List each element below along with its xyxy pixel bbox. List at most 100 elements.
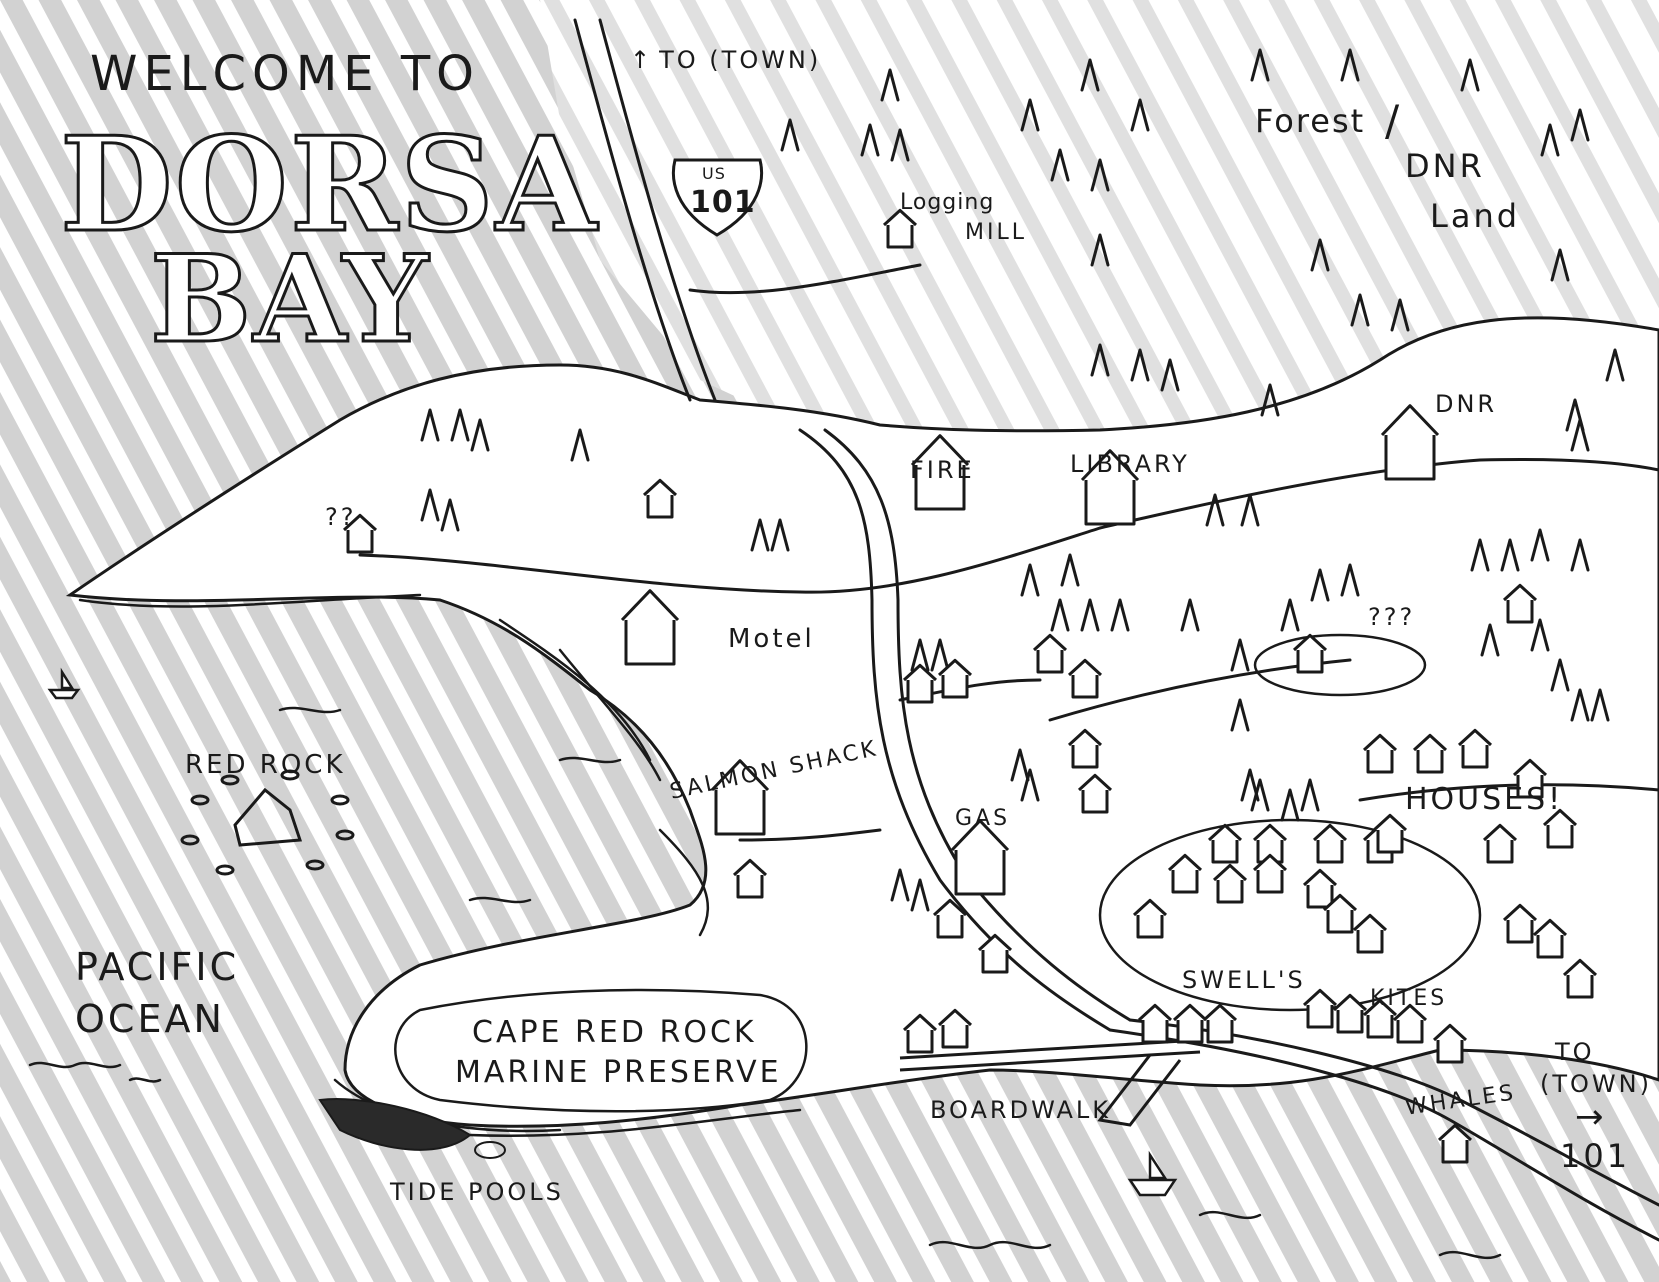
- motel-loop: [1253, 633, 1427, 697]
- house-icon: [1202, 1003, 1238, 1044]
- to-town-east-line1: TO: [1555, 1038, 1595, 1066]
- swells-label: SWELL'S: [1182, 966, 1306, 994]
- question-marks-hill: ??: [325, 503, 357, 531]
- tree-icon: [1340, 48, 1360, 82]
- house-icon: [1332, 993, 1368, 1034]
- tree-icon: [450, 408, 470, 442]
- tree-icon: [570, 428, 590, 462]
- tree-icon: [1340, 563, 1360, 597]
- tree-icon: [1250, 778, 1270, 812]
- question-marks-town: ???: [1368, 603, 1416, 631]
- tree-icon: [1570, 418, 1590, 452]
- motel-label: Motel: [728, 624, 815, 654]
- preserve-label-line2: MARINE PRESERVE: [455, 1055, 782, 1090]
- logging-mill-label-line1: Logging: [900, 190, 995, 215]
- house-icon: [1302, 988, 1338, 1029]
- house-icon: [1512, 758, 1548, 799]
- tree-icon: [1390, 298, 1410, 332]
- house-icon: [902, 1013, 938, 1054]
- dnr-label: DNR: [1435, 390, 1498, 418]
- houses-label: HOUSES!: [1405, 782, 1564, 817]
- tree-icon: [1590, 688, 1610, 722]
- house-icon: [932, 898, 968, 939]
- house-icon: [1392, 1003, 1428, 1044]
- tree-icon: [1310, 568, 1330, 602]
- forest-divider: /: [1385, 96, 1403, 145]
- forest-label: Forest: [1255, 102, 1366, 140]
- tree-icon: [780, 118, 800, 152]
- tree-icon: [1130, 348, 1150, 382]
- tree-icon: [1250, 48, 1270, 82]
- preserve-label-line1: CAPE RED ROCK: [472, 1015, 757, 1050]
- tree-icon: [1605, 348, 1625, 382]
- tree-icon: [1080, 598, 1100, 632]
- to-town-north-text: TO (TOWN): [659, 46, 822, 74]
- welcome-text: WELCOME TO: [90, 46, 480, 102]
- tree-icon: [440, 498, 460, 532]
- us-101-shield: [671, 158, 764, 237]
- tree-icon: [1130, 98, 1150, 132]
- tree-icon: [1500, 538, 1520, 572]
- tree-icon: [1240, 493, 1260, 527]
- town-loop: [1098, 818, 1482, 1012]
- house-icon: [1212, 863, 1248, 904]
- house-icon: [1532, 918, 1568, 959]
- arrow-up-icon: ↑: [630, 46, 654, 74]
- pacific-label-line1: PACIFIC: [75, 945, 240, 989]
- house-icon: [1412, 733, 1448, 774]
- house-icon: [1080, 449, 1140, 526]
- tree-icon: [1540, 123, 1560, 157]
- house-icon: [1380, 404, 1440, 481]
- tree-icon: [1080, 58, 1100, 92]
- red-rock-label: RED ROCK: [185, 750, 346, 780]
- red-rock: [180, 769, 355, 876]
- tree-icon: [890, 868, 910, 902]
- tree-icon: [1530, 618, 1550, 652]
- dnr-land-label-line2: Land: [1430, 197, 1521, 235]
- highway-shield-number: 101: [690, 185, 756, 220]
- tree-icon: [420, 488, 440, 522]
- tree-icon: [1090, 233, 1110, 267]
- pacific-label-line2: OCEAN: [75, 997, 225, 1041]
- library-label: LIBRARY: [1070, 450, 1190, 478]
- main-land: [65, 316, 1659, 1128]
- tree-icon: [1570, 108, 1590, 142]
- town-name-line1: DORSA: [59, 108, 599, 261]
- house-icon: [1167, 853, 1203, 894]
- house-icon: [1067, 728, 1103, 769]
- house-icon: [1352, 913, 1388, 954]
- waves: [28, 706, 1502, 1260]
- tide-pools-label: TIDE POOLS: [390, 1178, 564, 1206]
- house-icon: [1312, 823, 1348, 864]
- house-icon: [732, 858, 768, 899]
- highway-shield-us: US: [702, 164, 726, 183]
- fire-label: FIRE: [910, 456, 975, 484]
- houses: [342, 208, 1598, 1164]
- house-icon: [642, 478, 678, 519]
- to-town-north-label: ↑TO (TOWN): [630, 48, 821, 72]
- house-icon: [1207, 823, 1243, 864]
- house-icon: [950, 819, 1010, 896]
- tree-icon: [1280, 788, 1300, 822]
- house-icon: [1137, 1003, 1173, 1044]
- tree-icon: [1300, 778, 1320, 812]
- tree-icon: [470, 418, 490, 452]
- house-icon: [1502, 903, 1538, 944]
- tree-icon: [1470, 538, 1490, 572]
- arrow-right-icon: →: [1575, 1097, 1607, 1137]
- shoreline-sketch: [78, 593, 802, 1138]
- tree-icon: [1550, 658, 1570, 692]
- tree-icon: [1060, 553, 1080, 587]
- tree-icon: [880, 68, 900, 102]
- tree-icon: [1230, 698, 1250, 732]
- tree-icon: [1020, 98, 1040, 132]
- house-icon: [710, 759, 770, 836]
- highway-101-road: [573, 18, 1659, 1242]
- boats: [47, 667, 1178, 1197]
- local-roads: [358, 263, 1659, 842]
- tree-icon: [1480, 623, 1500, 657]
- tree-icon: [1260, 383, 1280, 417]
- tree-icon: [1230, 638, 1250, 672]
